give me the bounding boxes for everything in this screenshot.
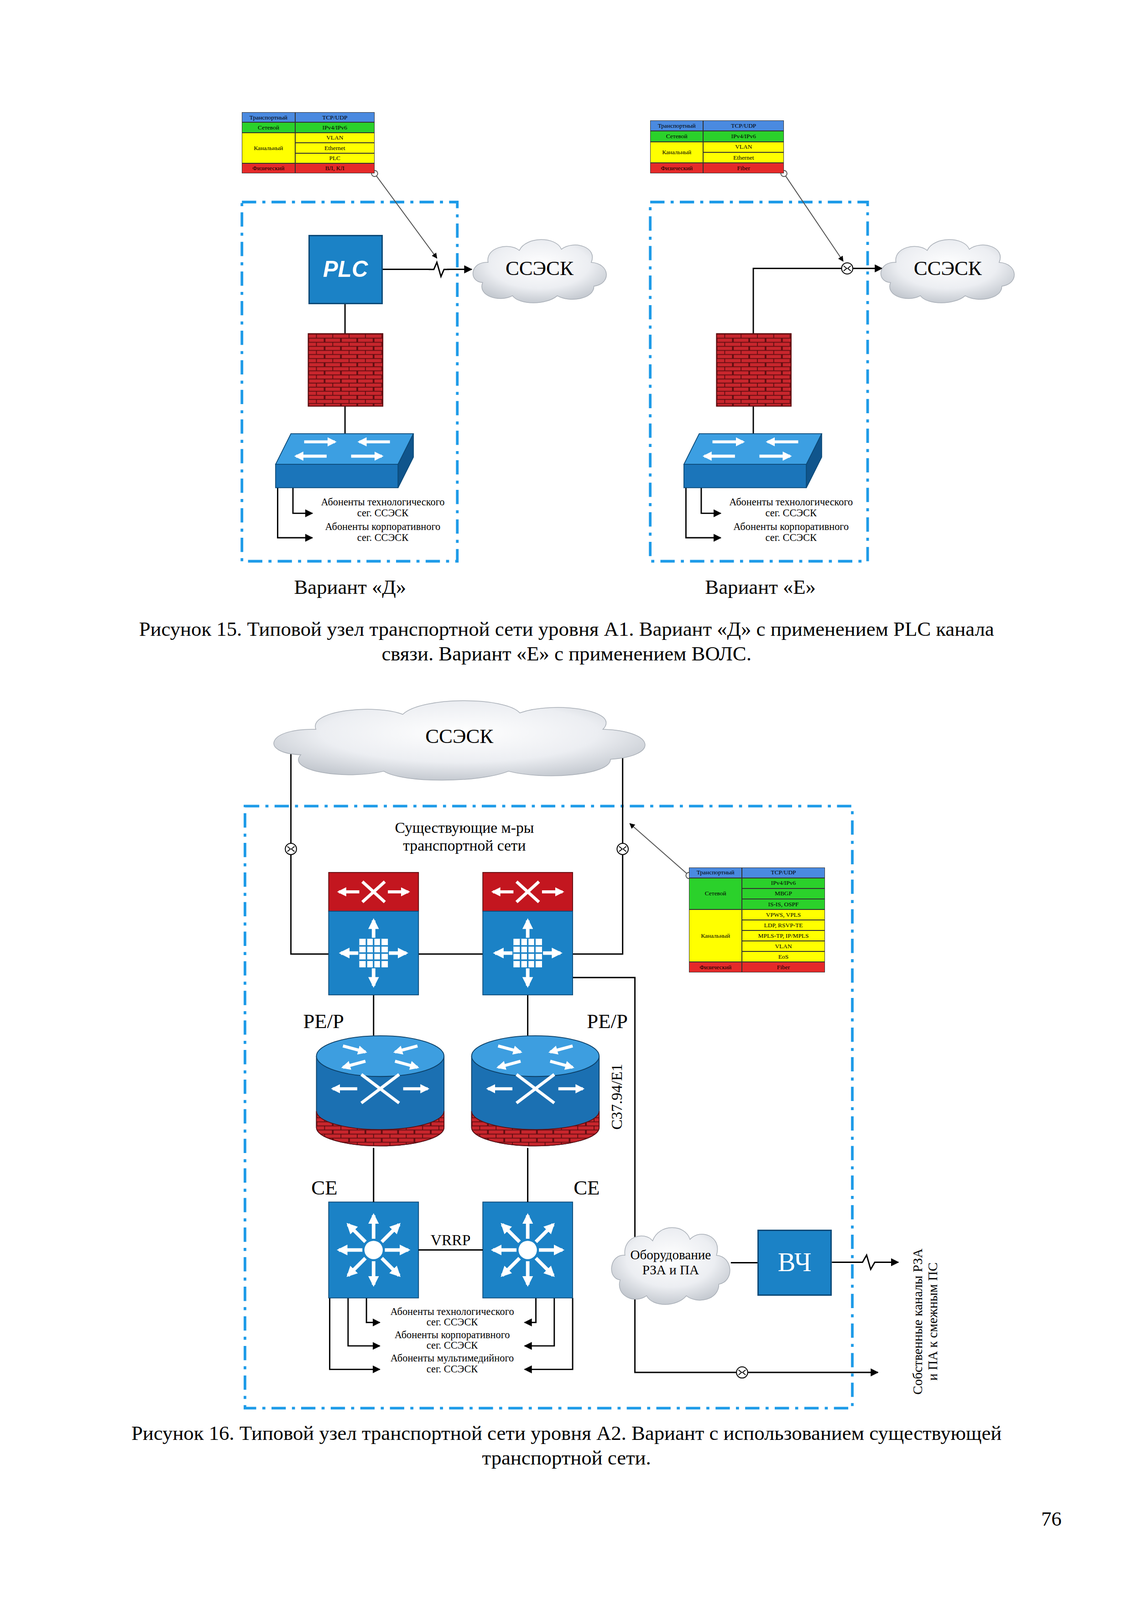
text-label: Абоненты корпоративного сег. ССЭСК: [317, 521, 449, 543]
router-node: PE/P: [316, 1036, 445, 1149]
table-cell: MPLS-TP, IP/MPLS: [741, 930, 825, 942]
network-cloud: ССЭСК: [471, 232, 608, 305]
table-cell: PLC: [295, 153, 375, 164]
vertical-label: C37.94/E1: [608, 1064, 625, 1131]
node-heading: PE/P: [586, 1011, 628, 1033]
node-label: ССЭСК: [425, 725, 494, 749]
table-cell: MBGP: [741, 888, 825, 900]
table-cell: IPv4/IPv6: [295, 122, 375, 133]
table-cell: EoS: [741, 951, 825, 963]
text-label: Существующие м-ры транспортной сети: [392, 819, 536, 855]
table-cell: LDP, RSVP-TE: [741, 920, 825, 931]
cloud-outline: [472, 239, 606, 303]
table-cell: Сетевой: [688, 878, 742, 910]
switch-node: CE: [328, 1202, 419, 1299]
table-cell: Физический: [241, 163, 295, 174]
plc-modem-box: PLC: [308, 234, 383, 305]
switch-node: CE: [482, 1202, 573, 1299]
node-label: ВЧ: [777, 1247, 812, 1279]
edge-label: VRRP: [429, 1232, 473, 1249]
text-label: Абоненты мультимедийного сег. ССЭСК: [386, 1353, 519, 1375]
table-cell: Транспортный: [241, 112, 295, 123]
node-label: Оборудование РЗА и ПА: [622, 1247, 719, 1279]
table-cell: Канальный: [241, 132, 295, 164]
connector: [526, 1148, 529, 1203]
connector: [730, 1262, 758, 1264]
node-heading: CE: [573, 1178, 600, 1199]
cloud-outline: [881, 239, 1015, 303]
connector: [418, 1249, 483, 1252]
node-label: ССЭСК: [505, 256, 574, 281]
text-label: Абоненты технологического сег. ССЭСК: [725, 496, 857, 519]
network-cloud: ССЭСК: [270, 692, 649, 783]
table-cell: IS-IS, OSPF: [741, 899, 825, 910]
equipment-cloud: Оборудование РЗА и ПА: [610, 1219, 731, 1307]
table-cell: Транспортный: [688, 867, 742, 879]
table-cell: Ethernet: [295, 142, 375, 153]
table-cell: ВЛ, КЛ: [295, 163, 375, 174]
text-label: Вариант «Д»: [237, 576, 463, 599]
table-cell: VLAN: [295, 132, 375, 143]
text-label: Вариант «Е»: [648, 576, 873, 599]
text-label: Рисунок 15. Типовой узел транспортной се…: [117, 617, 1016, 667]
connector: [372, 1148, 375, 1203]
table-cell: TCP/UDP: [703, 120, 784, 131]
node-heading: PE/P: [302, 1011, 345, 1033]
table-cell: Ethernet: [703, 152, 784, 163]
table-cell: Fiber: [703, 162, 784, 174]
table-cell: Сетевой: [650, 130, 704, 142]
table-cell: Транспортный: [650, 120, 704, 131]
table-cell: Физический: [688, 962, 742, 973]
table-cell: IPv4/IPv6: [741, 878, 825, 889]
text-label: Абоненты технологического сег. ССЭСК: [386, 1306, 519, 1329]
node-heading: CE: [311, 1178, 338, 1199]
text-label: Рисунок 16. Типовой узел транспортной се…: [117, 1421, 1016, 1471]
cloud-outline: [611, 1228, 730, 1305]
cloud-outline: [273, 700, 646, 781]
connector: [382, 268, 472, 271]
table-cell: TCP/UDP: [741, 867, 825, 879]
table-cell: Канальный: [650, 141, 704, 164]
table-cell: Fiber: [741, 962, 825, 973]
node-label: ССЭСК: [913, 256, 982, 281]
table-cell: VLAN: [741, 941, 825, 952]
text-label: Абоненты корпоративного сег. ССЭСК: [386, 1330, 519, 1352]
table-cell: Физический: [650, 162, 704, 174]
table-cell: Канальный: [688, 909, 742, 963]
vertical-label: Собственные каналы РЗА и ПА к смежным ПС: [910, 1245, 941, 1399]
table-cell: VLAN: [703, 141, 784, 153]
text-label: 76: [1020, 1508, 1082, 1531]
table-cell: IPv4/IPv6: [703, 130, 784, 142]
router-node: PE/P: [471, 1036, 600, 1149]
table-cell: Сетевой: [241, 122, 295, 133]
table-cell: VPWS, VPLS: [741, 909, 825, 921]
text-label: Абоненты корпоративного сег. ССЭСК: [725, 521, 857, 543]
hf-box: ВЧ: [757, 1230, 832, 1297]
node-label: PLC: [323, 256, 368, 283]
table-cell: TCP/UDP: [295, 112, 375, 123]
text-label: Абоненты технологического сег. ССЭСК: [317, 496, 449, 519]
network-cloud: ССЭСК: [879, 232, 1016, 305]
